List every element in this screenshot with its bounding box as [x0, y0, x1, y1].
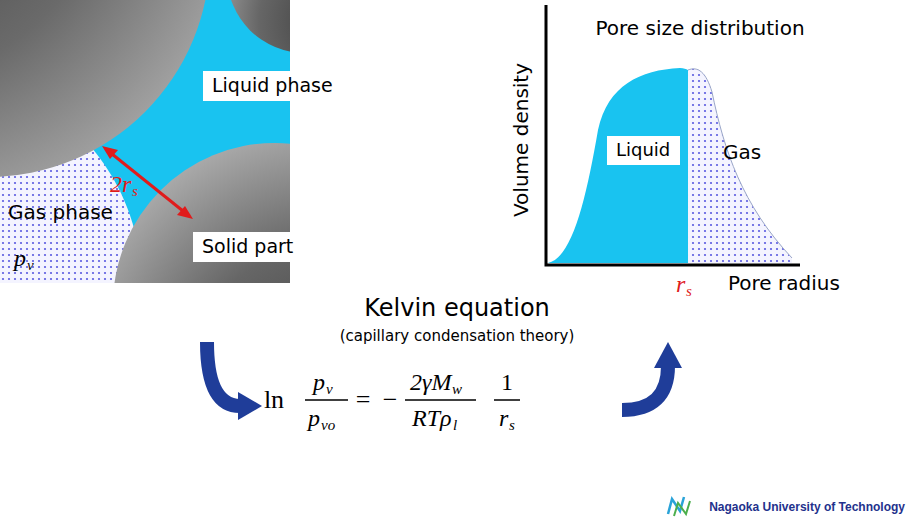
equation-term: − [383, 386, 398, 415]
solid-grain [113, 143, 290, 283]
box-text: Liquid phase [212, 75, 333, 97]
equation-subtitle: (capillary condensation theory) [340, 328, 575, 345]
axis-marker: r [676, 271, 685, 297]
equation-term: r [499, 405, 508, 431]
pore-diameter-arrow [102, 146, 193, 219]
region-label-box: Solid part [193, 232, 303, 262]
solid-grain [0, 0, 210, 177]
subscript: v [27, 257, 34, 274]
subscript: vo [321, 417, 335, 434]
equation-term: 1 [501, 369, 513, 395]
subscript: l [453, 417, 457, 434]
symbol: p [14, 245, 26, 271]
subscript: s [509, 417, 515, 434]
fraction-bar [305, 399, 348, 401]
subscript: s [686, 283, 692, 300]
area-label-box: Liquid [607, 136, 680, 165]
logo-mark [668, 497, 690, 516]
equation-term: RTρ [412, 405, 452, 431]
pore-illustration [0, 0, 290, 283]
arrow-head [238, 392, 262, 420]
fraction-bar [405, 399, 476, 401]
area-label: Gas [723, 141, 761, 163]
solid-grain [227, 0, 290, 53]
gas-area [688, 69, 792, 263]
region-label-box: Liquid phase [203, 71, 342, 101]
fraction-bar [494, 399, 520, 401]
distribution-curve [688, 69, 792, 258]
equation-term: 2γM [410, 369, 451, 395]
arrow-head [177, 206, 193, 219]
axis-title: Pore radius [728, 272, 840, 294]
curved-arrow [207, 342, 240, 406]
equation-term: ln [264, 386, 284, 415]
chart-title: Pore size distribution [595, 17, 804, 39]
subscript: w [452, 381, 462, 398]
equation-title: Kelvin equation [364, 295, 550, 321]
axis-title: Volume density [510, 63, 532, 217]
curved-arrow [622, 366, 668, 410]
box-text: Liquid [616, 140, 671, 161]
equation-term: p [313, 369, 325, 395]
subscript: v [326, 381, 333, 398]
dimension-label: 2r [110, 171, 131, 197]
arrow-head [102, 146, 118, 159]
equation-term: p [308, 405, 320, 431]
box-text: Solid part [202, 236, 294, 258]
chart-axes [546, 5, 800, 265]
region-label: Gas phase [8, 201, 113, 223]
logo-text: Nagaoka University of Technology [709, 501, 905, 514]
subscript: s [132, 183, 138, 200]
logo-stroke [674, 501, 690, 516]
equation-fraction-bars [305, 400, 520, 401]
distribution-chart [546, 5, 800, 265]
arrow-head [654, 342, 682, 368]
equation-term: = [356, 386, 371, 415]
liquid-area [548, 68, 688, 263]
